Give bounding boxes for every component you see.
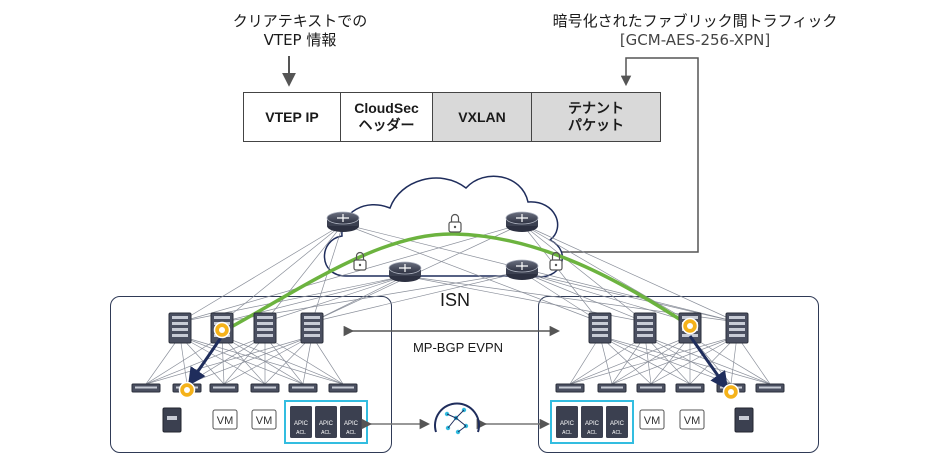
vm-box (212, 409, 238, 430)
apic-controller: APIC ACL (606, 406, 628, 438)
apic-label: APIC (344, 421, 359, 427)
header-field-cloudsec: CloudSec ヘッダー (341, 93, 433, 141)
spine-switch (588, 312, 612, 344)
leaf-switch (131, 383, 161, 393)
apic-controller: APIC ACL (340, 406, 362, 438)
leaf-switch (675, 383, 705, 393)
vm-label: VM (684, 415, 701, 427)
leaf-switch (636, 383, 666, 393)
apic-controller: APIC ACL (290, 406, 312, 438)
apic-controller: APIC ACL (581, 406, 603, 438)
apic-label: APIC (585, 421, 600, 427)
vm-label: VM (644, 415, 661, 427)
spine-switch (253, 312, 277, 344)
acl-label: ACL (562, 430, 572, 436)
isn-router-3 (388, 261, 422, 283)
mesh-lines-site-1 (179, 223, 523, 323)
cleartext-line-1: クリアテキストでの (232, 12, 368, 30)
cleartext-label: クリアテキストでの VTEP 情報 (200, 12, 400, 50)
cleartext-line-2: VTEP 情報 (263, 31, 337, 49)
acl-label: ACL (296, 430, 306, 436)
encrypted-line-2: [GCM-AES-256-XPN] (619, 31, 771, 49)
vm-box (251, 409, 277, 430)
encrypted-tunnel (221, 232, 691, 334)
acl-label: ACL (612, 430, 622, 436)
vm-box (679, 409, 705, 430)
gear-icon (722, 383, 740, 401)
leaf-switch (209, 383, 239, 393)
leaf-switch (250, 383, 280, 393)
leaf-switch (328, 383, 358, 393)
vm-box (639, 409, 665, 430)
spine-leaf-mesh-site-2 (569, 335, 771, 385)
isn-router-2 (505, 211, 539, 233)
isn-router-4 (505, 259, 539, 281)
leaf-switch (555, 383, 585, 393)
spine-leaf-mesh-site-1 (145, 335, 344, 385)
apic-label: APIC (294, 421, 309, 427)
server-icon (734, 407, 754, 433)
apic-label: APIC (319, 421, 334, 427)
encrypted-line-1: 暗号化されたファブリック間トラフィック (552, 12, 838, 30)
encrypted-label: 暗号化されたファブリック間トラフィック [GCM-AES-256-XPN] (505, 12, 885, 50)
spine-switch (300, 312, 324, 344)
encrypted-connector-arrow (548, 57, 699, 253)
spine-switch (725, 312, 749, 344)
site-2-box (538, 296, 819, 453)
spine-switch (168, 312, 192, 344)
header-field-vtep-ip: VTEP IP (244, 93, 341, 141)
isn-label: ISN (440, 290, 470, 310)
vm-label: VM (256, 415, 273, 427)
leaf-switch (755, 383, 785, 393)
spine-switch (633, 312, 657, 344)
local-traffic-arrow-site-1 (187, 335, 224, 386)
apic-label: APIC (560, 421, 575, 427)
header-field-vxlan: VXLAN (433, 93, 532, 141)
apic-controller: APIC ACL (315, 406, 337, 438)
gear-icon (213, 321, 231, 339)
apic-cluster-box (550, 400, 634, 444)
evpn-label: MP-BGP EVPN (413, 340, 503, 355)
packet-header: VTEP IP CloudSec ヘッダー VXLAN テナント パケット (243, 92, 661, 142)
acl-label: ACL (587, 430, 597, 436)
isn-router-1 (326, 211, 360, 233)
site-1-box (110, 296, 392, 453)
apic-controller: APIC ACL (556, 406, 578, 438)
orchestrator-icon (434, 402, 480, 435)
acl-label: ACL (346, 430, 356, 436)
local-traffic-arrow-site-2 (688, 335, 729, 390)
leaf-switch (288, 383, 318, 393)
server-icon (162, 407, 182, 433)
acl-label: ACL (321, 430, 331, 436)
gear-icon (178, 381, 196, 399)
gear-icon (681, 317, 699, 335)
vm-label: VM (217, 415, 234, 427)
leaf-switch (597, 383, 627, 393)
apic-label: APIC (610, 421, 625, 427)
header-field-tenant-packet: テナント パケット (532, 93, 660, 141)
